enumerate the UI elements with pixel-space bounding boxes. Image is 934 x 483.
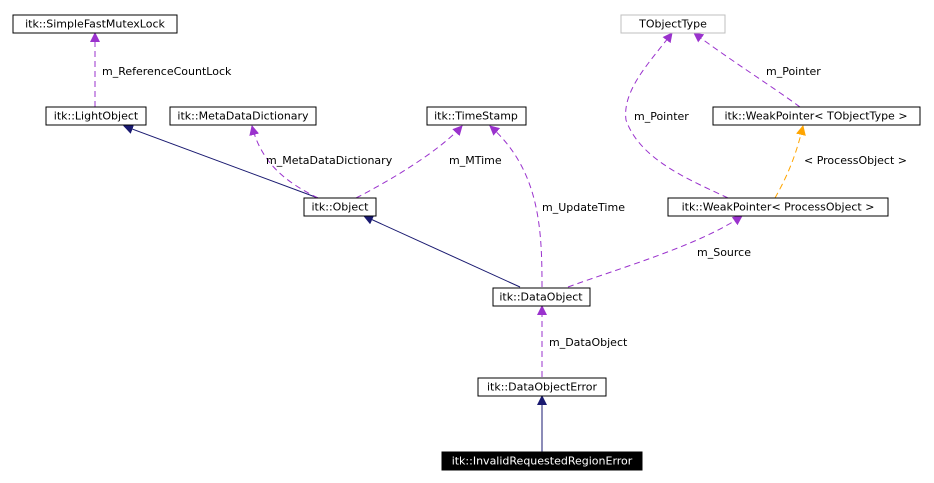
edge-source: [567, 215, 743, 288]
edge-pointer-left: [625, 32, 729, 199]
svg-text:itk::SimpleFastMutexLock: itk::SimpleFastMutexLock: [25, 18, 165, 31]
node-data-object-error[interactable]: itk::DataObjectError: [477, 377, 607, 397]
node-meta-data-dictionary[interactable]: itk::MetaDataDictionary: [169, 106, 317, 126]
svg-text:itk::Object: itk::Object: [312, 201, 370, 214]
node-light-object[interactable]: itk::LightObject: [45, 106, 147, 126]
svg-text:itk::InvalidRequestedRegionErr: itk::InvalidRequestedRegionError: [452, 455, 633, 468]
edge-label-pointer-left: m_Pointer: [634, 110, 689, 123]
edge-label-reference-count-lock: m_ReferenceCountLock: [102, 65, 232, 78]
edge-process-object-template: [774, 125, 806, 199]
node-data-object[interactable]: itk::DataObject: [492, 287, 591, 307]
node-time-stamp[interactable]: itk::TimeStamp: [426, 106, 527, 126]
node-tobject-type: TObjectType: [620, 14, 726, 34]
edge-label-source: m_Source: [697, 246, 751, 259]
edge-label-pointer-right: m_Pointer: [766, 65, 821, 78]
node-invalid-requested-region-error: itk::InvalidRequestedRegionError: [441, 451, 643, 471]
svg-text:itk::LightObject: itk::LightObject: [54, 110, 139, 123]
svg-text:TObjectType: TObjectType: [638, 18, 707, 31]
edge-label-update-time: m_UpdateTime: [542, 201, 625, 214]
edge-dataobject-inherits-object: [363, 215, 521, 288]
edge-label-data-object: m_DataObject: [549, 336, 628, 349]
edge-meta-data-dictionary: [249, 125, 319, 199]
svg-text:itk::WeakPointer< TObjectType: itk::WeakPointer< TObjectType >: [724, 110, 907, 123]
svg-text:itk::MetaDataDictionary: itk::MetaDataDictionary: [177, 110, 309, 123]
node-weak-pointer-process-object[interactable]: itk::WeakPointer< ProcessObject >: [667, 197, 889, 217]
edge-label-meta-data-dictionary: m_MetaDataDictionary: [266, 154, 393, 167]
svg-text:itk::WeakPointer< ProcessObjec: itk::WeakPointer< ProcessObject >: [682, 201, 875, 214]
svg-text:itk::DataObjectError: itk::DataObjectError: [487, 381, 598, 394]
edge-pointer-right: [693, 32, 801, 108]
edge-object-inherits-lightobject: [123, 124, 319, 199]
svg-text:itk::TimeStamp: itk::TimeStamp: [434, 110, 518, 123]
svg-text:itk::DataObject: itk::DataObject: [499, 291, 583, 304]
node-object[interactable]: itk::Object: [303, 197, 377, 217]
edge-label-mtime: m_MTime: [449, 154, 502, 167]
edge-update-time: [489, 125, 543, 288]
node-weak-pointer-tobject-type[interactable]: itk::WeakPointer< TObjectType >: [712, 106, 921, 126]
node-simple-fast-mutex-lock[interactable]: itk::SimpleFastMutexLock: [12, 14, 178, 34]
edge-label-process-object-template: < ProcessObject >: [804, 154, 907, 167]
edge-mtime: [355, 125, 463, 199]
